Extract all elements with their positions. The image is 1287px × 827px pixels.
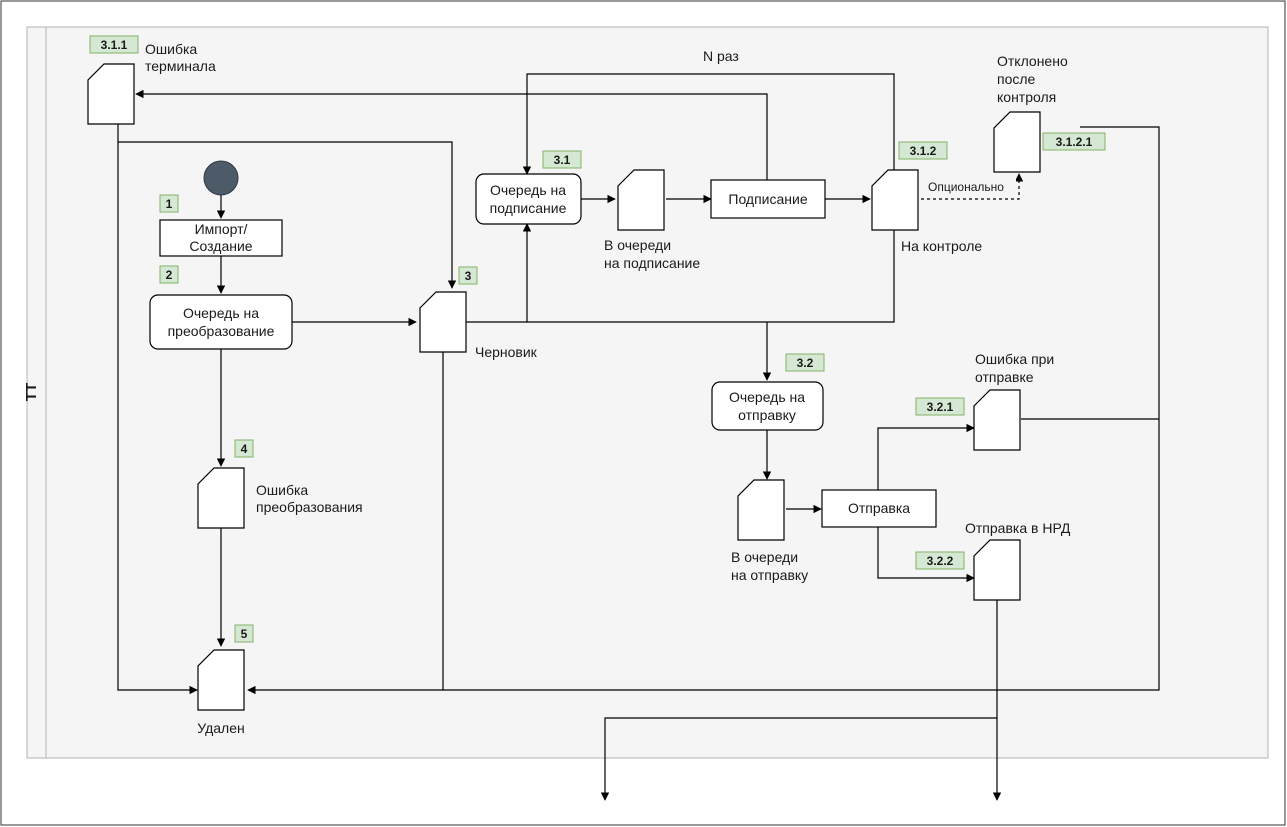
badge-3-1: 3.1 [542, 150, 582, 169]
svg-text:подписание: подписание [490, 200, 567, 216]
svg-text:Отправка: Отправка [848, 500, 910, 516]
badge-3-2-2: 3.2.2 [915, 551, 965, 570]
svg-text:В очереди: В очереди [731, 549, 798, 565]
step-3-1-2: На контроле [871, 169, 982, 254]
svg-text:Импорт/: Импорт/ [195, 221, 248, 237]
svg-text:Удален: Удален [197, 720, 244, 736]
svg-text:3.2.2: 3.2.2 [927, 554, 954, 568]
svg-text:на подписание: на подписание [604, 255, 700, 271]
svg-text:отправке: отправке [975, 369, 1034, 385]
svg-text:Ошибка: Ошибка [145, 41, 197, 57]
svg-text:преобразование: преобразование [168, 323, 275, 339]
svg-text:Опционально: Опционально [928, 180, 1004, 194]
svg-text:2: 2 [166, 268, 173, 282]
svg-text:4: 4 [241, 442, 248, 456]
svg-text:Ошибка при: Ошибка при [975, 351, 1054, 367]
svg-text:после: после [997, 71, 1036, 87]
step-2: Очередь на преобразование [149, 294, 293, 350]
lane-label: TT [23, 383, 40, 401]
svg-text:На контроле: На контроле [901, 238, 982, 254]
svg-text:Очередь на: Очередь на [490, 182, 566, 198]
step-4-error: Ошибка преобразования [197, 467, 363, 529]
step-3-2: Очередь на отправку [711, 381, 824, 431]
svg-text:5: 5 [241, 627, 248, 641]
svg-text:Ошибка: Ошибка [256, 482, 308, 498]
step-3-1-1: Ошибка терминала [87, 41, 216, 125]
svg-text:Очередь на: Очередь на [729, 389, 805, 405]
svg-text:Очередь на: Очередь на [183, 305, 259, 321]
step-1: Импорт/ Создание [159, 219, 283, 257]
svg-text:3.1.1: 3.1.1 [101, 38, 128, 52]
svg-text:3.1.2: 3.1.2 [910, 144, 937, 158]
svg-text:отправку: отправку [738, 407, 796, 423]
svg-text:Отклонено: Отклонено [997, 53, 1068, 69]
badge-5: 5 [234, 624, 254, 643]
svg-text:3: 3 [465, 269, 472, 283]
step-5-deleted: Удален [197, 649, 245, 736]
svg-text:3.2.1: 3.2.1 [927, 400, 954, 414]
badge-3-1-2-1: 3.1.2.1 [1042, 132, 1106, 151]
badge-2: 2 [159, 265, 179, 284]
n-times-label: N раз [703, 48, 739, 64]
svg-text:терминала: терминала [145, 58, 216, 74]
svg-text:3.1: 3.1 [554, 153, 571, 167]
badge-3-2-1: 3.2.1 [915, 397, 965, 416]
signing-process: Подписание [710, 179, 826, 219]
svg-text:Создание: Создание [189, 238, 252, 254]
svg-text:3.1.2.1: 3.1.2.1 [1056, 135, 1093, 149]
step-3-draft: Черновик [419, 291, 538, 360]
svg-text:Подписание: Подписание [728, 191, 807, 207]
svg-text:на отправку: на отправку [731, 567, 808, 583]
svg-text:В очереди: В очереди [604, 237, 671, 253]
svg-text:контроля: контроля [997, 89, 1056, 105]
svg-text:Черновик: Черновик [475, 344, 538, 360]
badge-3-1-1: 3.1.1 [89, 35, 139, 54]
step-3-2-1: Ошибка при отправке [973, 351, 1054, 451]
start-node [203, 160, 239, 196]
badge-3: 3 [458, 266, 478, 285]
badge-1: 1 [159, 194, 179, 213]
optional-label: Опционально [924, 178, 1016, 194]
badge-3-2: 3.2 [785, 353, 825, 372]
badge-4: 4 [234, 439, 254, 458]
svg-text:3.2: 3.2 [797, 356, 814, 370]
svg-text:1: 1 [166, 197, 173, 211]
svg-text:Отправка в НРД: Отправка в НРД [965, 520, 1071, 536]
queued-for-signing: В очереди на подписание [604, 169, 700, 271]
step-3-2-2: Отправка в НРД [965, 520, 1071, 601]
svg-text:преобразования: преобразования [256, 499, 363, 515]
edges [117, 73, 1160, 801]
step-3-1: Очередь на подписание [475, 173, 582, 225]
queued-for-sending: В очереди на отправку [731, 479, 808, 583]
step-3-1-2-1: Отклонено после контроля [993, 53, 1068, 173]
sending-process: Отправка [821, 489, 937, 528]
badge-3-1-2: 3.1.2 [898, 141, 948, 160]
